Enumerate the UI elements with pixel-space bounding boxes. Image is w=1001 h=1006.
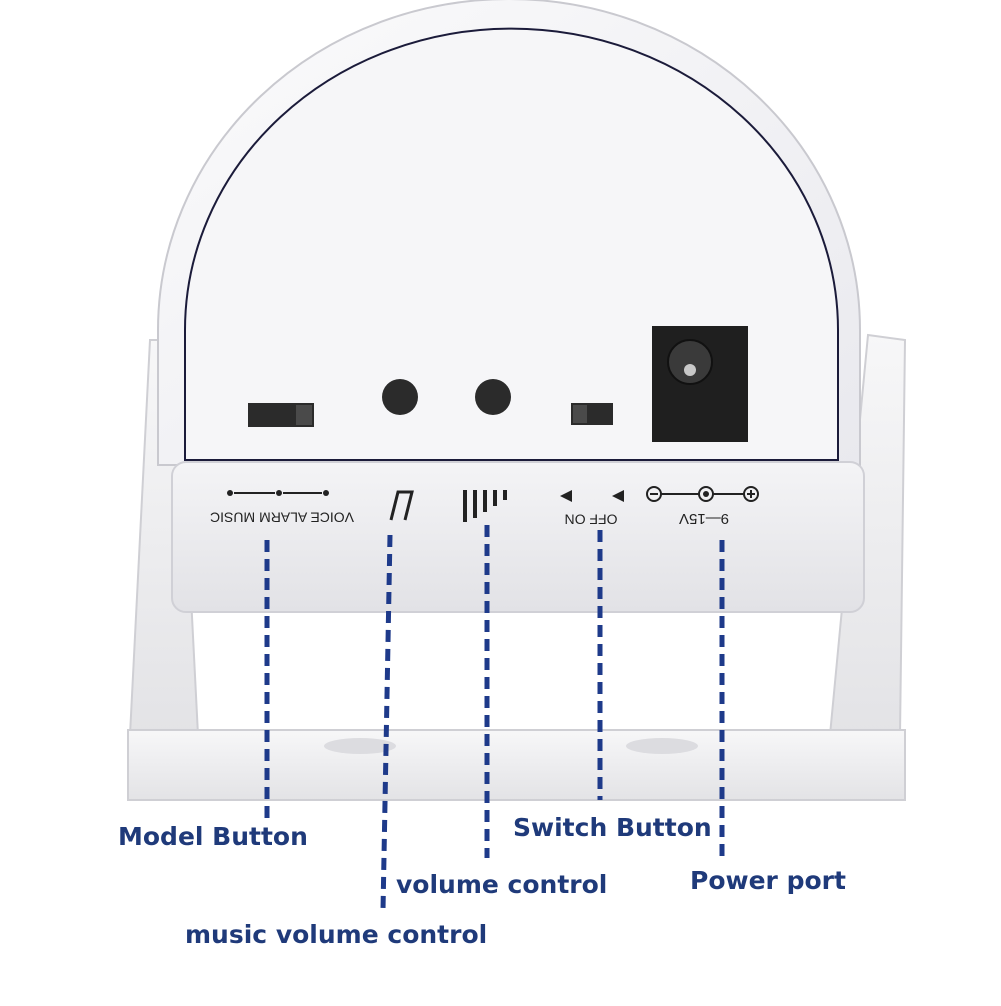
switch-on-arrow-icon <box>560 490 572 502</box>
power-port-label: Power port <box>690 866 846 895</box>
music-volume-button[interactable] <box>382 379 418 415</box>
switch-button-label: Switch Button <box>513 813 712 842</box>
volume-control-label: volume control <box>396 870 608 899</box>
music-volume-leader <box>380 534 393 911</box>
mode-labels: VOICE ALARM MUSIC <box>210 509 354 525</box>
volume-bars-icon <box>463 490 507 522</box>
mode-slide-switch[interactable] <box>248 403 314 427</box>
volume-button[interactable] <box>475 379 511 415</box>
mode-indicator-dots <box>227 490 329 496</box>
switch-labels: OFF ON <box>565 511 618 527</box>
switch-off-arrow-icon <box>612 490 624 502</box>
music-volume-control-label: music volume control <box>185 920 488 949</box>
dc-power-jack[interactable] <box>652 326 748 442</box>
model-button-label: Model Button <box>118 822 308 851</box>
polarity-symbol-icon <box>646 486 759 502</box>
power-label: 9—15V <box>679 510 729 527</box>
power-slide-switch[interactable] <box>571 403 613 425</box>
music-note-icon <box>389 490 414 521</box>
